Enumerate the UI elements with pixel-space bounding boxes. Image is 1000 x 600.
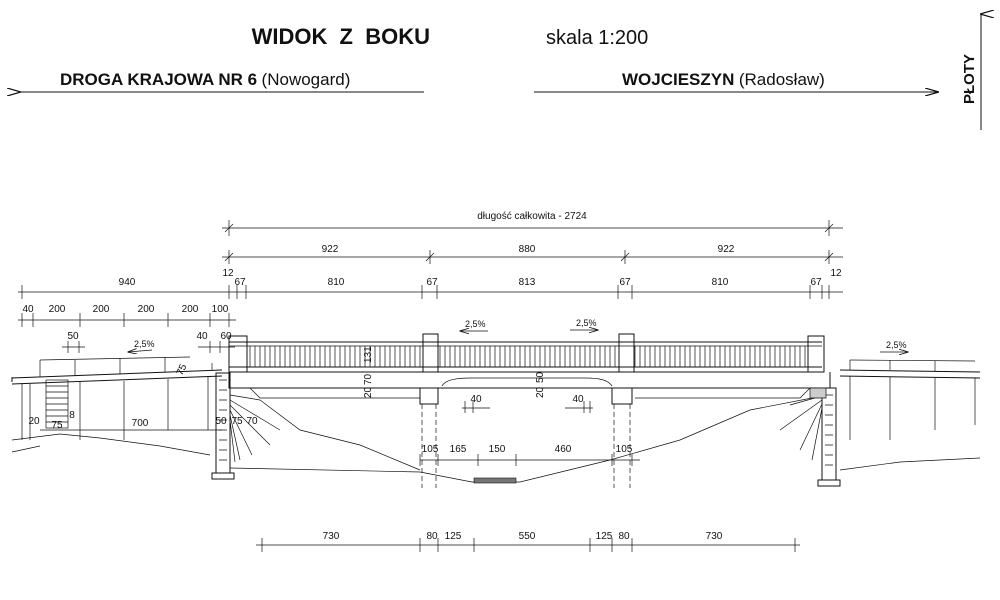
total-length-label: długość całkowita - 2724 bbox=[477, 211, 587, 222]
approach-seg-2-label: 200 bbox=[49, 304, 66, 315]
foundation-dim-2: 80 bbox=[426, 531, 438, 542]
edge-right-label: 12 bbox=[830, 268, 842, 279]
vertical-direction-label: PŁOTY bbox=[961, 54, 978, 104]
bottom-dim-105-left: 105 bbox=[422, 444, 439, 455]
bridge-deck: 131 20 70 20 50 40 40 bbox=[228, 333, 831, 488]
svg-text:2,5%: 2,5% bbox=[134, 339, 155, 349]
dim-50-mid-label: 50 bbox=[535, 371, 546, 383]
left-direction-label: DROGA KRAJOWA NR 6 (Nowogard) bbox=[60, 70, 350, 89]
foundation-dim-6: 80 bbox=[618, 531, 630, 542]
foundation-dim-3: 125 bbox=[445, 531, 462, 542]
span-2-clear-label: 813 bbox=[519, 277, 536, 288]
svg-text:2,5%: 2,5% bbox=[886, 340, 907, 350]
left-approach-dimension-chain: 40 200 200 200 200 100 bbox=[18, 304, 236, 327]
dim-60-label: 60 bbox=[220, 331, 232, 342]
riverbed-fill bbox=[473, 477, 517, 484]
span-detail-dimension-chain: 12 67 810 67 813 67 810 67 12 940 bbox=[18, 268, 843, 299]
svg-text:2,5%: 2,5% bbox=[465, 319, 486, 329]
foundation-dim-1: 730 bbox=[323, 531, 340, 542]
dim-8-label: 8 bbox=[69, 410, 75, 421]
slope-span-2: 2,5% bbox=[570, 318, 598, 330]
dim-50-label: 50 bbox=[67, 331, 79, 342]
bottom-dim-165: 165 bbox=[450, 444, 467, 455]
span-2-label: 880 bbox=[519, 244, 536, 255]
dim-131-label: 131 bbox=[363, 346, 374, 363]
edge-left-label: 12 bbox=[222, 268, 234, 279]
span-3-label: 922 bbox=[718, 244, 735, 255]
left-approach-structure: 700 20 8 75 75 bbox=[11, 356, 223, 456]
left-abutment: 50 75 70 bbox=[211, 372, 281, 480]
bottom-dim-150: 150 bbox=[489, 444, 506, 455]
approach-seg-4-label: 200 bbox=[138, 304, 155, 315]
right-direction-label: WOJCIESZYN (Radosław) bbox=[622, 70, 825, 89]
span-1-label: 922 bbox=[322, 244, 339, 255]
foundation-dim-5: 125 bbox=[596, 531, 613, 542]
right-approach-structure bbox=[839, 359, 981, 471]
dim-20-mid-label: 20 bbox=[535, 386, 546, 398]
bottom-dim-460: 460 bbox=[555, 444, 572, 455]
span-3-clear-label: 810 bbox=[712, 277, 729, 288]
total-length-dimension: długość całkowita - 2724 bbox=[222, 211, 843, 236]
foundation-dimension-chain: 730 80 125 550 125 80 730 bbox=[256, 531, 800, 552]
slope-right-approach: 2,5% bbox=[880, 340, 908, 352]
foundation-dim-4: 550 bbox=[519, 531, 536, 542]
pillar-1-label: 67 bbox=[234, 277, 246, 288]
terrain: 105 165 150 460 105 bbox=[229, 397, 813, 484]
approach-seg-3-label: 200 bbox=[93, 304, 110, 315]
dim-75-ladder-label: 75 bbox=[51, 420, 63, 431]
drawing-title: WIDOK Z BOKU bbox=[252, 24, 430, 49]
approach-seg-5-label: 200 bbox=[182, 304, 199, 315]
dim-70-abut-label: 70 bbox=[246, 416, 258, 427]
dim-20-deck-label: 20 bbox=[363, 386, 374, 398]
dim-50-abut-label: 50 bbox=[215, 416, 227, 427]
pillar-2-label: 67 bbox=[426, 277, 438, 288]
slope-left-approach: 2,5% bbox=[128, 339, 155, 352]
right-abutment bbox=[779, 387, 841, 487]
left-approach-total-label: 940 bbox=[119, 277, 136, 288]
dim-40-right-label: 40 bbox=[572, 394, 584, 405]
slope-span-1: 2,5% bbox=[460, 319, 488, 331]
approach-seg-1-label: 40 bbox=[22, 304, 34, 315]
pillar-3-label: 67 bbox=[619, 277, 631, 288]
approach-seg-6-label: 100 bbox=[212, 304, 229, 315]
span-dimension-chain: 922 880 922 bbox=[222, 244, 843, 264]
dim-75-abut-label: 75 bbox=[231, 416, 243, 427]
bottom-dim-105-right: 105 bbox=[616, 444, 633, 455]
foundation-dim-7: 730 bbox=[706, 531, 723, 542]
dim-70-deck-label: 70 bbox=[363, 373, 374, 385]
span-1-clear-label: 810 bbox=[328, 277, 345, 288]
pillar-4-label: 67 bbox=[810, 277, 822, 288]
dim-40-label: 40 bbox=[196, 331, 208, 342]
svg-text:2,5%: 2,5% bbox=[576, 318, 597, 328]
drawing-scale: skala 1:200 bbox=[546, 27, 648, 49]
dim-700-label: 700 bbox=[132, 418, 149, 429]
dim-20-ladder-label: 20 bbox=[28, 416, 40, 427]
dim-75-slope-label: 75 bbox=[175, 362, 190, 377]
dim-40-left-label: 40 bbox=[470, 394, 482, 405]
left-small-dimensions: 50 40 60 bbox=[62, 331, 235, 353]
